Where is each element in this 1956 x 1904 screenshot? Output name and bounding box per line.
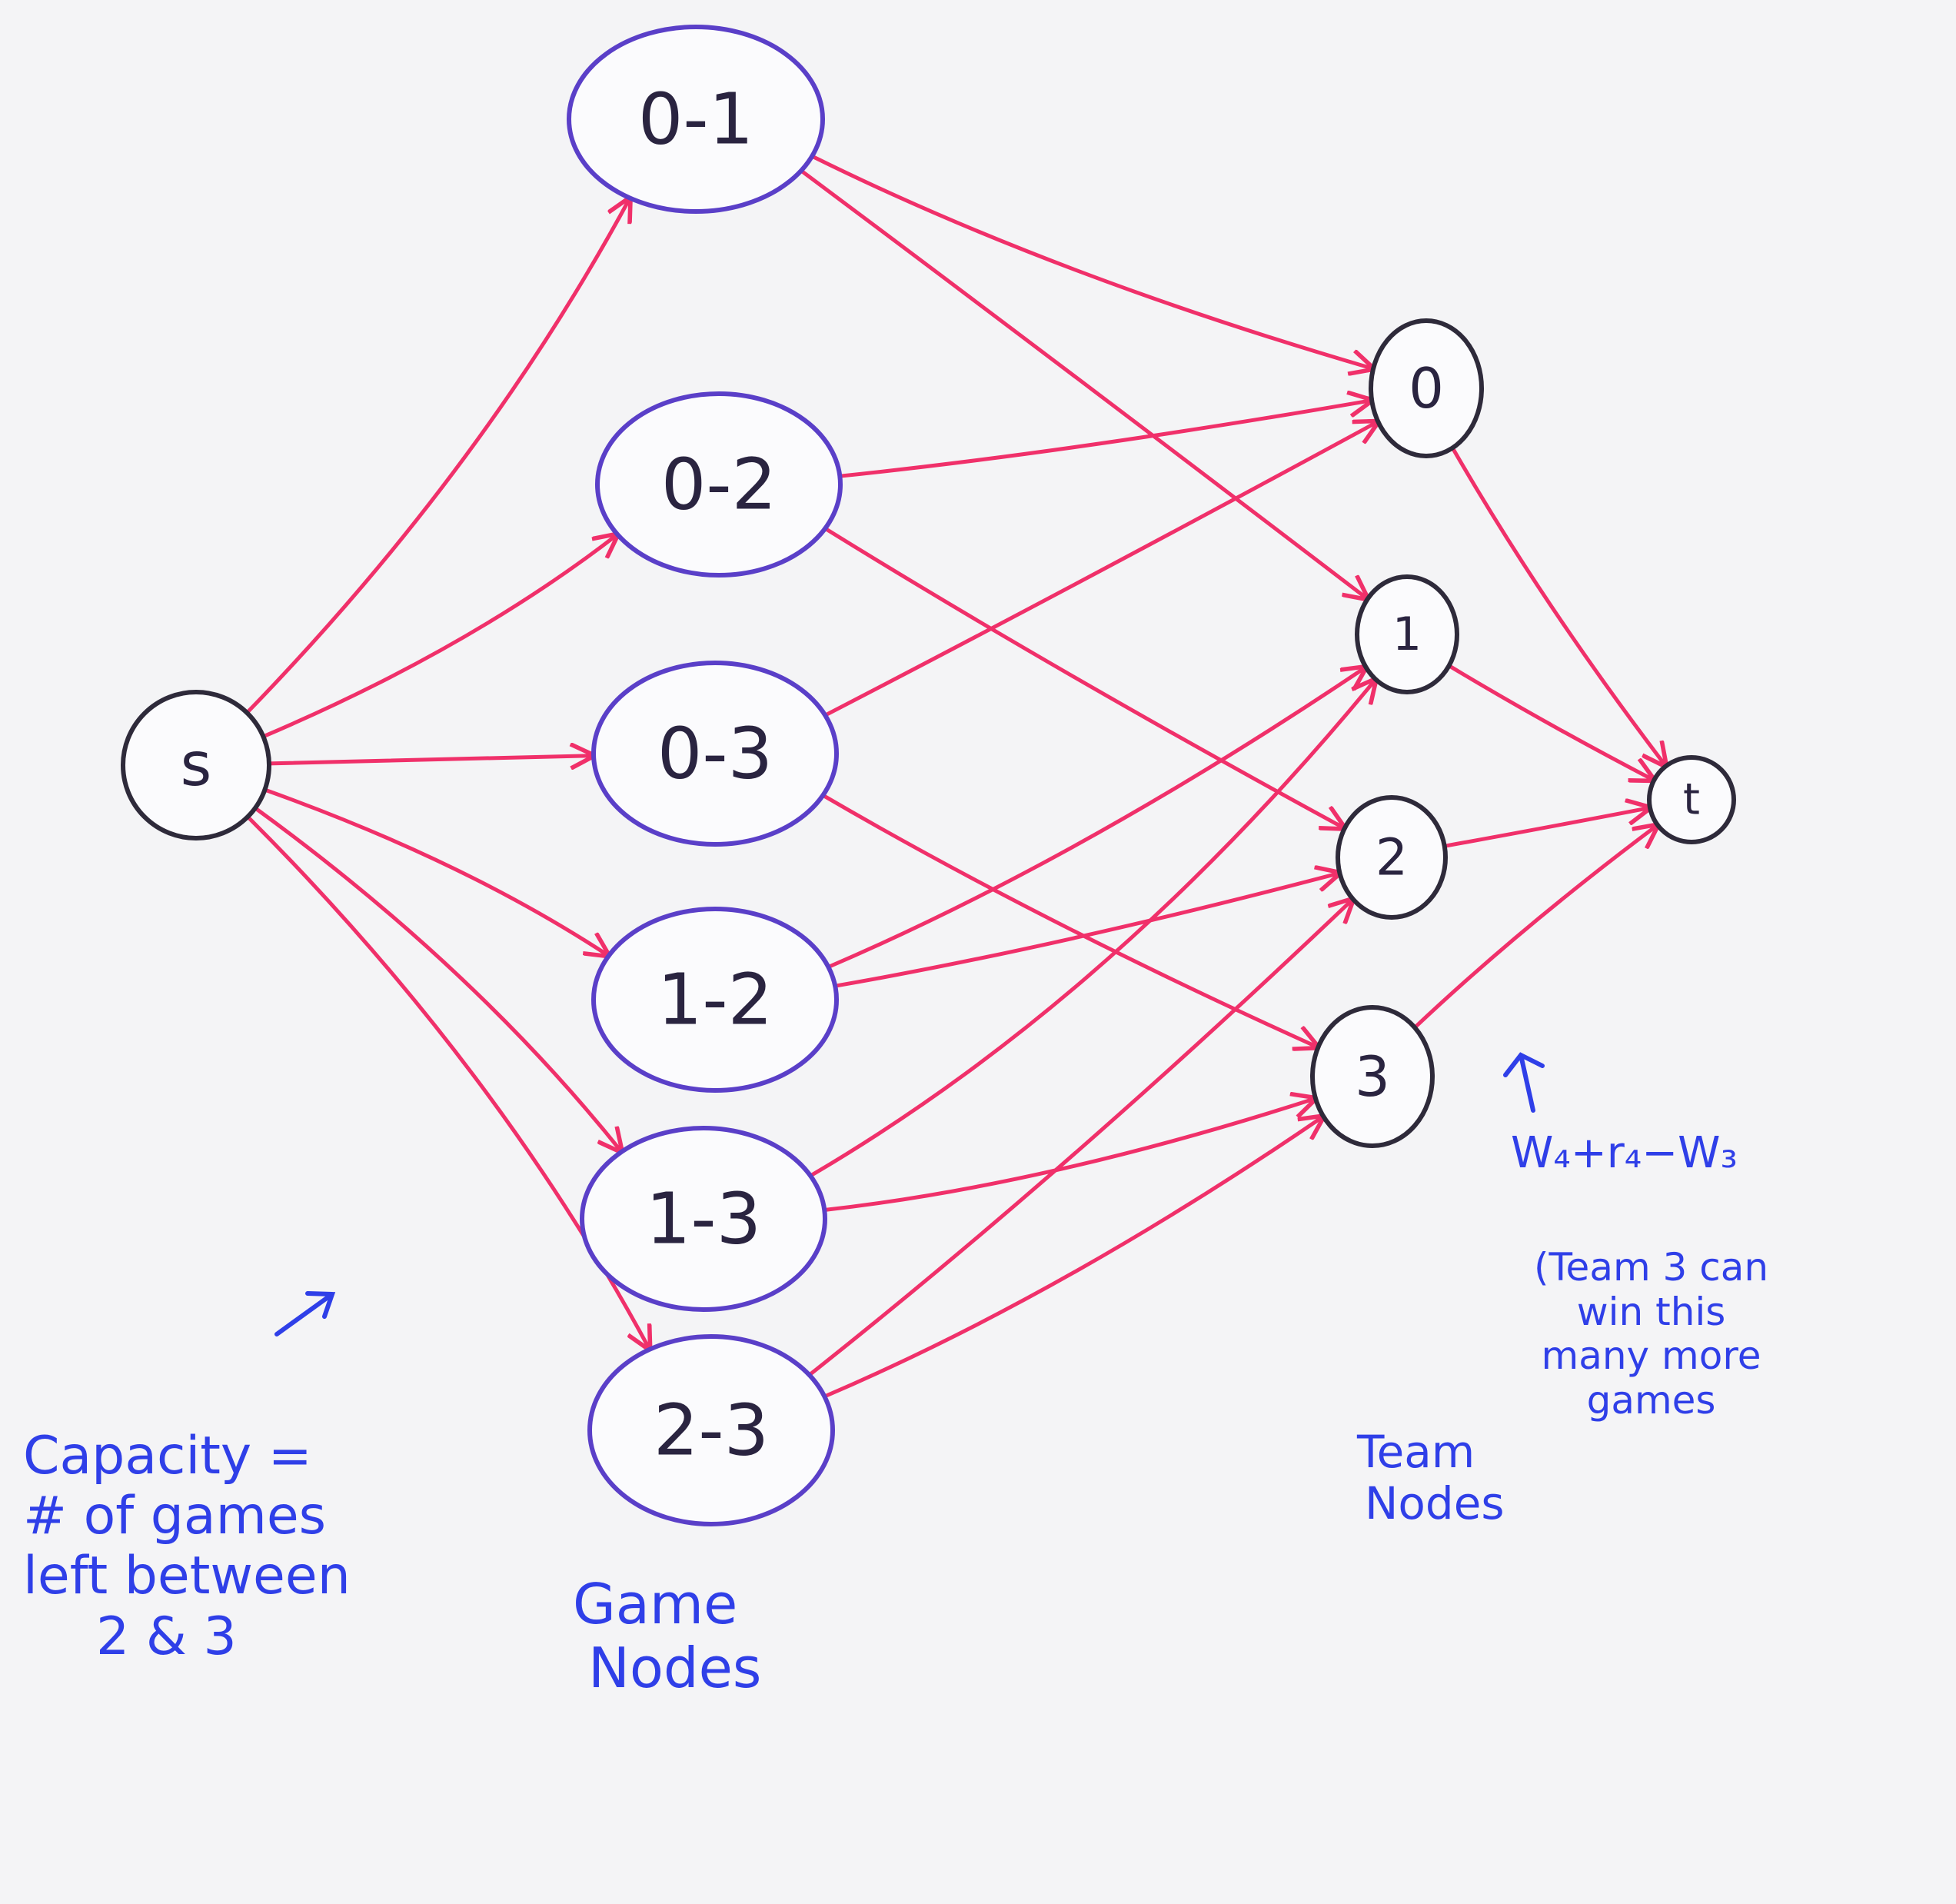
edge-s-to-g03	[267, 756, 594, 764]
edge-s-to-g13	[253, 806, 622, 1152]
edge-t0-to-t	[1450, 446, 1666, 767]
node-g03-circle	[591, 661, 839, 847]
edge-t2-to-t	[1442, 807, 1650, 848]
node-t: t	[1647, 755, 1736, 844]
edge-s-to-g12	[262, 787, 608, 956]
edge-g03-to-t3	[820, 793, 1318, 1047]
capacity-annotation: Capacity = # of games left between 2 & 3	[23, 1426, 351, 1667]
node-g02-circle	[595, 391, 843, 578]
edge-t1-to-t	[1447, 664, 1655, 781]
node-g23: 2-3	[587, 1334, 835, 1526]
node-g03: 0-3	[591, 661, 839, 847]
node-g03-label: 0-3	[657, 713, 773, 795]
game-nodes-label: Game Nodes	[573, 1573, 761, 1700]
node-t-circle	[1647, 755, 1736, 844]
node-g12-circle	[591, 907, 839, 1093]
node-g02-label: 0-2	[661, 444, 777, 526]
edge-g03-to-t0	[823, 421, 1378, 717]
node-t1-circle	[1355, 574, 1459, 694]
capacity-pointer-arrow	[274, 1291, 336, 1336]
edge-s-to-g01	[244, 198, 630, 715]
formula-label: W₄+r₄−W₃	[1511, 1128, 1738, 1178]
capacity-line-2: # of games	[23, 1486, 327, 1547]
node-t0-label: 0	[1409, 356, 1444, 421]
node-t3-label: 3	[1355, 1044, 1390, 1109]
edge-g23-to-t3	[822, 1117, 1323, 1399]
team-note-line-1: (Team 3 can	[1534, 1245, 1769, 1290]
capacity-line-4: 2 & 3	[96, 1606, 237, 1667]
node-t3-circle	[1310, 1005, 1435, 1148]
team-nodes-line-2: Nodes	[1365, 1476, 1505, 1530]
team-nodes-line-1: Team	[1357, 1426, 1475, 1478]
node-s-circle	[121, 690, 271, 840]
node-t2-circle	[1336, 795, 1448, 920]
team-note-line-4: games	[1586, 1377, 1716, 1423]
node-t2-label: 2	[1376, 828, 1408, 887]
node-t3: 3	[1310, 1005, 1435, 1148]
node-t1-label: 1	[1392, 607, 1422, 661]
node-g13-circle	[580, 1126, 827, 1312]
annotation-arrows	[274, 1052, 1545, 1336]
node-t1: 1	[1355, 574, 1459, 694]
capacity-line-3: left between	[23, 1546, 351, 1607]
edge-g01-to-t1	[799, 168, 1368, 599]
node-g12: 1-2	[591, 907, 839, 1093]
edge-g13-to-t1	[808, 679, 1376, 1178]
edge-s-to-g23	[245, 814, 650, 1350]
node-g13-label: 1-3	[646, 1178, 761, 1260]
edge-t3-to-t	[1412, 825, 1658, 1030]
node-g12-label: 1-2	[657, 959, 773, 1041]
team-capacity-note: (Team 3 can win this many more games	[1534, 1245, 1769, 1423]
edge-g12-to-t2	[833, 873, 1339, 988]
node-t0-circle	[1369, 318, 1484, 458]
node-t-label: t	[1683, 775, 1700, 825]
sink-edge-pointer-arrow	[1503, 1052, 1545, 1113]
edge-g12-to-t1	[826, 667, 1366, 969]
edge-layer	[244, 154, 1666, 1399]
team-note-line-3: many more	[1541, 1333, 1761, 1378]
game-nodes-line-2: Nodes	[588, 1635, 762, 1700]
team-note-line-2: win this	[1576, 1289, 1726, 1334]
edge-g02-to-t2	[823, 526, 1345, 828]
capacity-line-1: Capacity =	[23, 1426, 312, 1486]
edge-g02-to-t0	[837, 401, 1372, 478]
node-s: s	[121, 690, 271, 840]
game-nodes-line-1: Game	[573, 1572, 738, 1636]
edge-s-to-g02	[261, 534, 617, 739]
node-s-label: s	[181, 731, 212, 800]
edge-g01-to-t0	[810, 154, 1373, 368]
node-g23-circle	[587, 1334, 835, 1526]
node-g02: 0-2	[595, 391, 843, 578]
node-g01: 0-1	[567, 25, 825, 214]
edge-g23-to-t2	[807, 899, 1353, 1377]
node-g13: 1-3	[580, 1126, 827, 1312]
node-g23-label: 2-3	[654, 1390, 769, 1472]
node-t2: 2	[1336, 795, 1448, 920]
edge-g13-to-t3	[822, 1098, 1316, 1212]
node-g01-circle	[567, 25, 825, 214]
node-t0: 0	[1369, 318, 1484, 458]
node-g01-label: 0-1	[638, 78, 753, 161]
team-nodes-label: Team Nodes	[1357, 1426, 1505, 1529]
node-layer: s 0-1 0-2 0-3 1-2 1-3 2-3 0 1 2 3 t	[121, 25, 1736, 1526]
